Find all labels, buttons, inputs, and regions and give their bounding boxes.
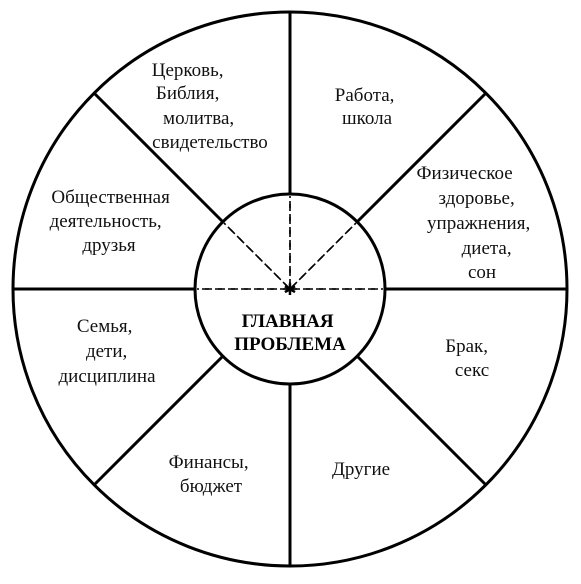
inner-circle bbox=[193, 192, 387, 386]
center-title: ГЛАВНАЯ ПРОБЛЕМА bbox=[234, 311, 346, 355]
segment-church: Церковь, Библия, молитва, свидетельство bbox=[152, 60, 268, 153]
spoke-top-right bbox=[355, 91, 488, 224]
dash-top-left bbox=[223, 222, 291, 290]
segment-church-line-2: Библия, bbox=[156, 83, 219, 104]
segment-family: Семья, дети, дисциплина bbox=[58, 316, 156, 387]
segment-family-line-2: дети, bbox=[86, 341, 127, 362]
inner-dashed-spokes bbox=[197, 196, 383, 290]
spokes bbox=[13, 12, 567, 566]
spoke-bottom-right bbox=[355, 354, 488, 487]
segment-other: Другие bbox=[332, 459, 390, 480]
segment-health: Физическое здоровье, упражнения, диета, … bbox=[417, 163, 535, 283]
segment-church-line-4: свидетельство bbox=[152, 132, 268, 153]
segment-church-line-3: молитва, bbox=[163, 108, 234, 129]
spoke-bottom-left bbox=[92, 354, 225, 487]
segment-church-line-1: Церковь, bbox=[152, 60, 224, 81]
segment-health-line-2: здоровье, bbox=[439, 188, 515, 209]
segment-family-line-1: Семья, bbox=[77, 316, 133, 337]
segment-finance: Финансы, бюджет bbox=[169, 452, 254, 497]
segment-social: Общественная деятельность, друзья bbox=[50, 187, 175, 256]
center-title-line-2: ПРОБЛЕМА bbox=[234, 334, 346, 355]
segment-health-line-3: упражнения, bbox=[427, 213, 530, 234]
segment-other-line-1: Другие bbox=[332, 459, 390, 480]
spoke-top-left bbox=[92, 91, 225, 224]
segment-work: Работа, школа bbox=[335, 85, 399, 129]
segment-social-line-3: друзья bbox=[82, 235, 136, 256]
segment-social-line-2: деятельность, bbox=[50, 211, 162, 232]
segment-family-line-3: дисциплина bbox=[58, 366, 156, 387]
dash-top-left-inner bbox=[224, 223, 289, 288]
segment-social-line-1: Общественная bbox=[51, 187, 170, 208]
asterisk-icon: ✱ bbox=[283, 280, 296, 299]
segment-marriage-line-2: секс bbox=[455, 360, 489, 381]
segment-work-line-1: Работа, bbox=[335, 85, 395, 106]
segment-finance-line-1: Финансы, bbox=[169, 452, 249, 473]
segment-finance-line-2: бюджет bbox=[180, 476, 243, 497]
dash-top-right bbox=[289, 222, 357, 290]
segment-health-line-5: сон bbox=[468, 262, 496, 283]
segment-health-line-4: диета, bbox=[462, 238, 512, 259]
dash-top-right-inner bbox=[291, 223, 356, 288]
center-title-line-1: ГЛАВНАЯ bbox=[242, 311, 334, 332]
segment-work-line-2: школа bbox=[342, 108, 393, 129]
segment-marriage: Брак, секс bbox=[445, 336, 493, 381]
segment-marriage-line-1: Брак, bbox=[445, 336, 488, 357]
segment-health-line-1: Физическое bbox=[417, 163, 513, 184]
